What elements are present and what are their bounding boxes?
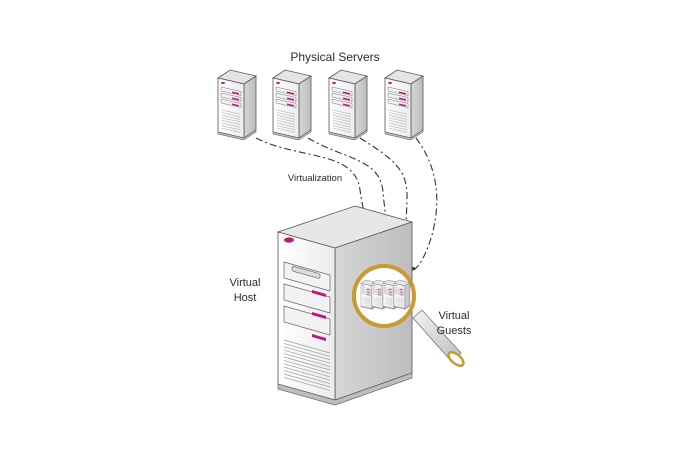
host-drive-bays (283, 261, 331, 336)
physical-servers-label: Physical Servers (290, 50, 380, 64)
physical-server-1 (217, 69, 257, 141)
host-drive-leds (312, 290, 326, 341)
host-vent-line (283, 353, 331, 367)
virtual-guests-label: Virtual Guests (424, 309, 484, 339)
connector-line-2 (307, 137, 393, 263)
physical-server-2 (272, 69, 312, 141)
host-vent-line (283, 370, 331, 384)
host-base (277, 372, 413, 406)
host-vent-line (283, 343, 331, 357)
physical-servers-group (217, 69, 424, 141)
physical-server-4 (384, 69, 424, 141)
host-vent-line (283, 373, 331, 388)
virtualization-label: Virtualization (287, 173, 343, 184)
host-vent-line (283, 360, 331, 374)
host-vent-line (283, 346, 331, 361)
physical-server-3 (328, 69, 368, 141)
connector-line-4 (413, 137, 438, 271)
host-vent-line (283, 339, 331, 354)
virtual-guests-group (360, 279, 411, 310)
virtual-guests-label-line1: Virtual (438, 310, 470, 322)
host-vent-line (283, 366, 331, 381)
virtual-guest-4 (393, 279, 411, 310)
host-power-led (284, 237, 294, 243)
host-vent-line (283, 349, 331, 364)
virtual-host-label-line1: Virtual (229, 277, 261, 289)
virtual-guests-label-line2: Guests (436, 325, 472, 337)
host-vent-line (283, 356, 331, 371)
magnifying-glass-icon (352, 264, 465, 367)
virtual-host-label: Virtual Host (215, 276, 275, 306)
magnifier-handle-cap (447, 351, 465, 367)
host-vent-grille (283, 339, 331, 391)
magnifier-handle (412, 309, 462, 363)
virtual-host-label-line2: Host (233, 292, 257, 304)
host-vent-line (283, 363, 331, 378)
host-vent-line (283, 377, 331, 391)
